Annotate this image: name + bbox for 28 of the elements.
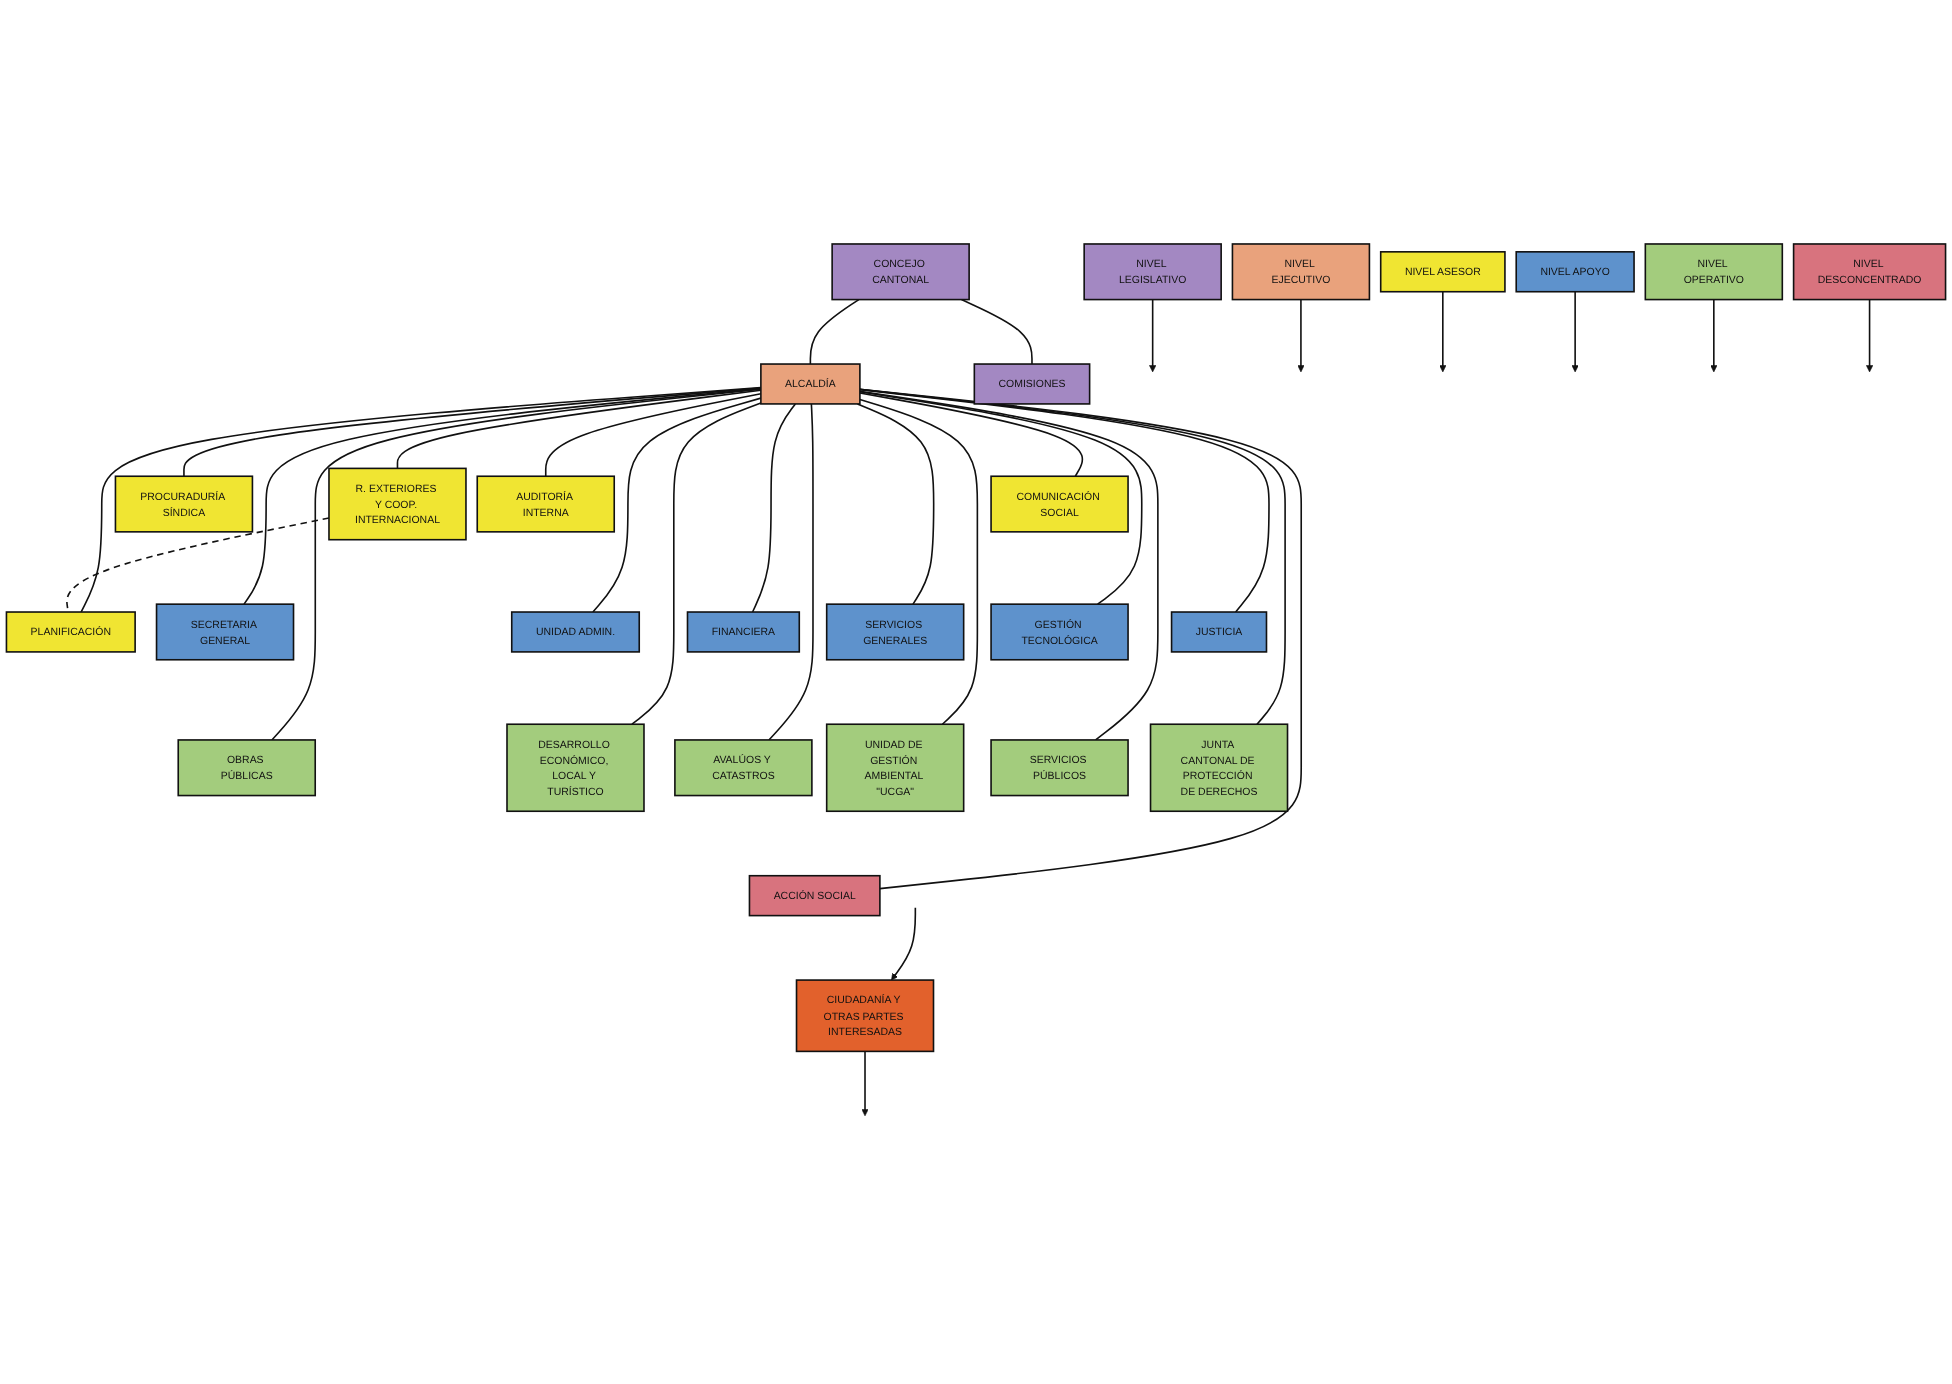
connector-line — [768, 403, 814, 741]
connector-line — [271, 388, 762, 741]
connector-line — [859, 398, 979, 726]
connector-line — [592, 397, 762, 613]
connector-line — [396, 389, 762, 470]
arrow — [1710, 298, 1718, 373]
connector-line — [859, 388, 1303, 890]
connector-line — [751, 403, 797, 613]
connector-line — [859, 392, 1084, 478]
arrow — [1439, 290, 1447, 373]
connector-line — [859, 388, 1286, 726]
arrow — [1149, 298, 1157, 373]
connector-line — [859, 390, 1143, 605]
connector-line — [960, 298, 1033, 365]
connector-line — [631, 402, 762, 726]
arrow — [861, 1050, 869, 1117]
arrow — [1571, 290, 1579, 373]
connector-line — [66, 517, 330, 613]
connector-line — [859, 390, 1159, 741]
connector-line — [544, 392, 762, 478]
arrow — [1866, 298, 1874, 373]
arrow — [1297, 298, 1305, 373]
connector-line — [243, 387, 762, 605]
connector-line — [859, 388, 1270, 613]
arrow — [891, 906, 917, 981]
connector-line — [809, 298, 860, 365]
connector-line — [856, 403, 935, 605]
connector-line — [80, 386, 762, 613]
